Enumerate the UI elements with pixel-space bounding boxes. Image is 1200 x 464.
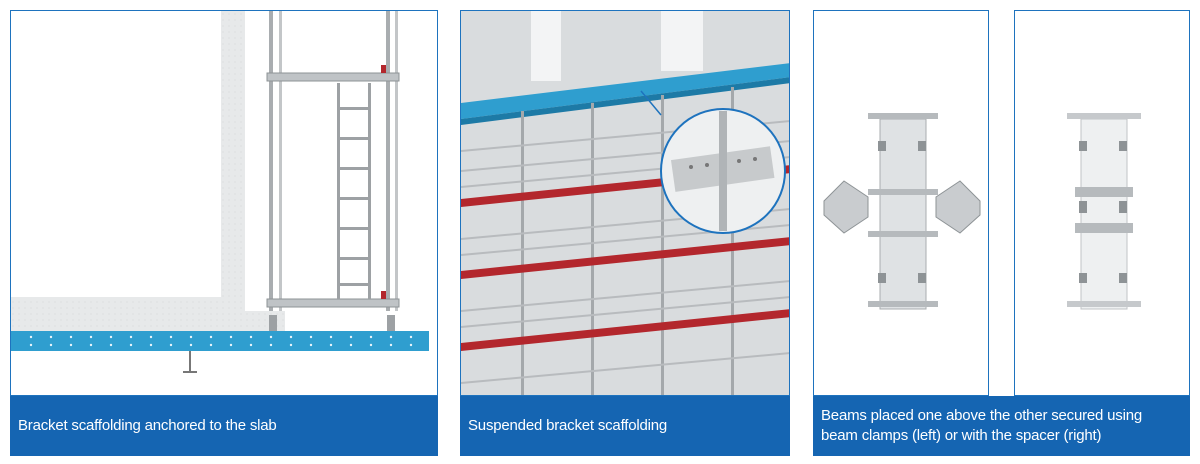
panel-spacer bbox=[1014, 10, 1190, 396]
illustration-beam-clamps bbox=[823, 113, 981, 310]
caption-text: Bracket scaffolding anchored to the slab bbox=[18, 417, 277, 434]
illustration-spacer bbox=[1067, 113, 1141, 310]
panel-suspended bbox=[460, 10, 790, 396]
panel-beam-clamps bbox=[813, 10, 989, 396]
panel-bracket-anchored bbox=[10, 10, 438, 396]
illustration-suspended bbox=[461, 11, 789, 395]
caption-bracket-anchored: Bracket scaffolding anchored to the slab bbox=[10, 396, 438, 456]
caption-text: Suspended bracket scaffolding bbox=[468, 417, 668, 434]
illustration-bracket-anchored bbox=[11, 11, 429, 373]
caption-beams: Beams placed one above the other secured… bbox=[813, 396, 1190, 456]
caption-suspended: Suspended bracket scaffolding bbox=[460, 396, 790, 456]
caption-text: Beams placed one above the other secured… bbox=[821, 407, 1143, 444]
